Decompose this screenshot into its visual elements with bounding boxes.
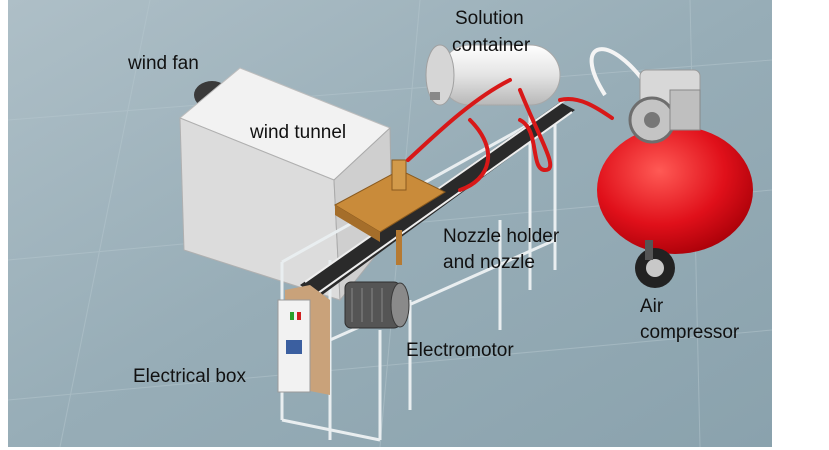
label-nozzle-line1: Nozzle holder (443, 226, 559, 248)
label-wind-tunnel: wind tunnel (250, 122, 346, 144)
label-air-compressor-line2: compressor (640, 322, 739, 344)
electrical-box (278, 285, 330, 395)
electromotor (345, 282, 409, 328)
label-solution-container-line1: Solution (455, 8, 524, 30)
label-solution-container-line2: container (452, 35, 530, 57)
label-air-compressor-line1: Air (640, 296, 663, 318)
label-nozzle-line2: and nozzle (443, 252, 535, 274)
label-electrical-box: Electrical box (133, 366, 246, 388)
label-wind-fan: wind fan (128, 53, 199, 75)
label-electromotor: Electromotor (406, 340, 514, 362)
